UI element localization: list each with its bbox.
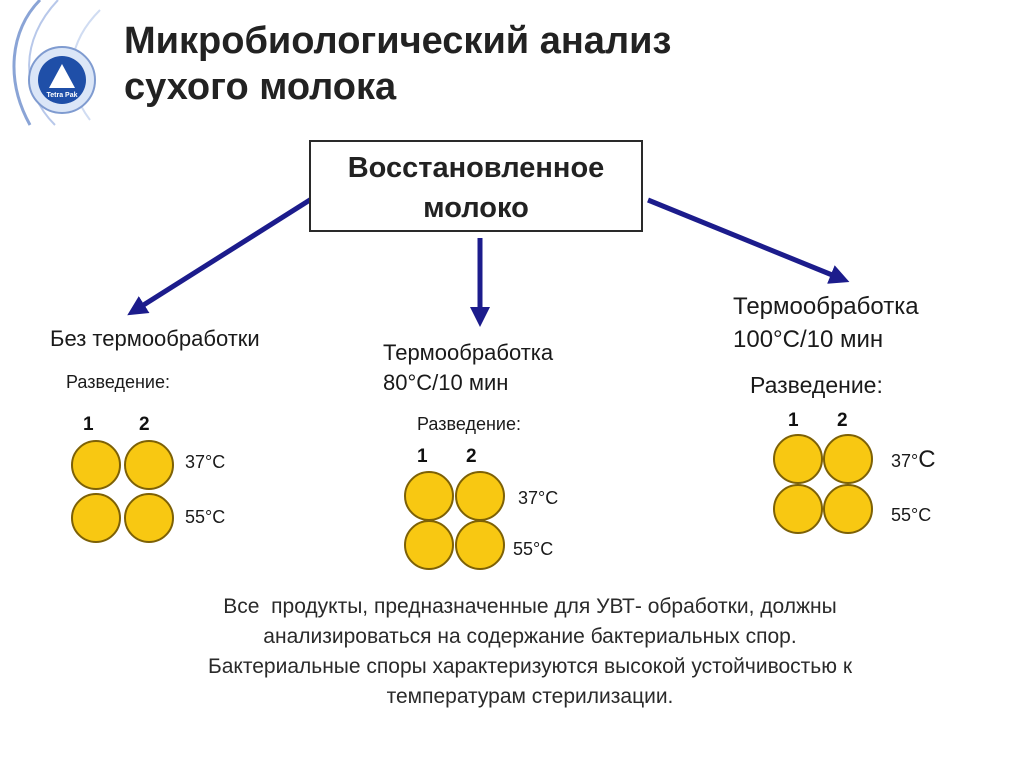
source-box-line-2: молоко [423,192,529,224]
svg-text:Tetra Pak: Tetra Pak [47,92,78,99]
left-petri-dish-2-55 [124,493,174,543]
right-petri-dish-2-37 [823,434,873,484]
middle-dilution-label: Разведение: [417,414,521,434]
left-col-1-label: 1 [83,414,94,435]
right-col-2-label: 2 [837,410,848,431]
left-temp-55: 55°C [185,507,226,527]
right-petri-dish-1-55 [773,484,823,534]
left-petri-dish-2-37 [124,440,174,490]
note-line-1: Все продукты, предназначенные для УВТ- о… [223,595,837,618]
middle-branch-heading: Термообработка 80°C/10 мин [383,338,553,398]
bottom-note: Все продукты, предназначенные для УВТ- о… [100,592,960,712]
note-line-4: температурам стерилизации. [386,685,674,708]
right-heading-line-2: 100°C/10 мин [733,326,884,353]
slide-title: Микробиологический анализ сухого молока [124,18,671,110]
right-dilution-label: Разведение: [750,372,883,398]
middle-heading-line-2: 80°C/10 мин [383,370,509,395]
middle-temp-37: 37°C [518,488,559,508]
right-heading-line-1: Термообработка [733,293,919,320]
right-col-1-label: 1 [788,410,799,431]
middle-petri-dish-1-55 [404,520,454,570]
source-box: Восстановленное молоко [309,140,643,232]
right-petri-dish-2-55 [823,484,873,534]
left-col-2-label: 2 [139,414,150,435]
middle-petri-dish-1-37 [404,471,454,521]
middle-temp-55: 55°C [513,539,554,559]
right-temp-37: 37°C [891,446,936,474]
middle-petri-dish-2-55 [455,520,505,570]
left-branch-heading: Без термообработки [50,326,260,351]
arrow-right [647,197,850,284]
title-line-2: сухого молока [124,66,397,108]
middle-petri-dish-2-37 [455,471,505,521]
logo-area: Tetra Pak [0,0,120,130]
middle-col-2-label: 2 [466,446,477,467]
middle-heading-line-1: Термообработка [383,340,554,365]
left-temp-37: 37°C [185,452,226,472]
arrow-left [127,195,315,316]
middle-col-1-label: 1 [417,446,428,467]
note-line-2: анализироваться на содержание бактериаль… [263,625,797,648]
left-dilution-label: Разведение: [66,372,170,392]
decorative-swirl: Tetra Pak [12,0,101,126]
right-petri-dish-1-37 [773,434,823,484]
right-temp-55: 55°C [891,505,932,525]
left-petri-dish-1-55 [71,493,121,543]
right-temp-37-prefix: 37° [891,451,919,471]
right-branch-heading: Термообработка 100°C/10 мин [733,290,919,356]
source-box-line-1: Восстановленное [347,152,605,184]
right-temp-37-unit: C [918,446,936,473]
note-line-3: Бактериальные споры характеризуются высо… [207,655,853,678]
title-line-1: Микробиологический анализ [124,20,672,62]
left-petri-dish-1-37 [71,440,121,490]
